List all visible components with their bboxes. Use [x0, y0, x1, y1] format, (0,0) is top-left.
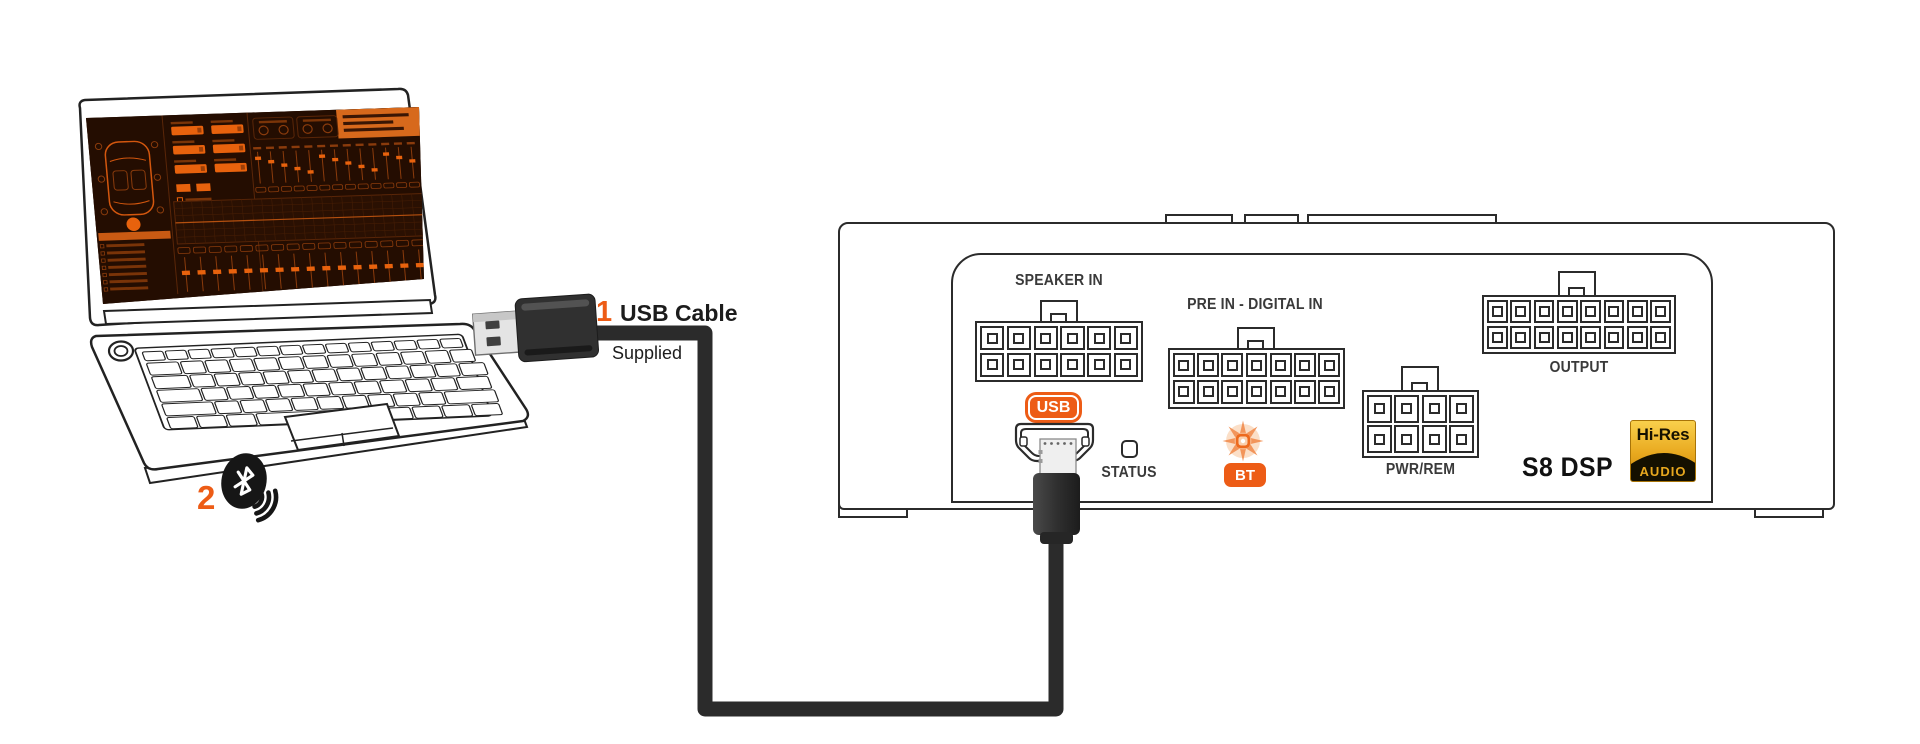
- audio-logo-text: AUDIO: [1639, 464, 1687, 479]
- connector-pin: [1533, 300, 1555, 324]
- model-name: S8 DSP: [1521, 452, 1614, 482]
- laptop-hinge: [102, 298, 434, 326]
- hi-res-logo-curve: [1631, 453, 1695, 481]
- connector-pin: [1294, 353, 1316, 378]
- connector-pin: [1580, 325, 1602, 349]
- connector-pin: [1510, 300, 1532, 324]
- output-connector-tab: [1558, 271, 1596, 298]
- bt-badge: BT: [1224, 463, 1266, 487]
- connector-pin: [1060, 326, 1085, 351]
- bluetooth-icon: [221, 453, 267, 509]
- connector-pin: [1650, 300, 1671, 324]
- pwr-rem-connector: [1362, 390, 1479, 458]
- connector-pin: [1449, 425, 1474, 453]
- step1-sublabel: Supplied: [612, 343, 683, 363]
- step1-label: USB Cable: [620, 300, 738, 326]
- connector-pin: [1294, 379, 1316, 404]
- laptop-keyboard: [134, 333, 503, 431]
- pre-in-label: PRE IN - DIGITAL IN: [1187, 296, 1323, 313]
- connector-pin: [1449, 395, 1474, 423]
- power-button: [107, 340, 135, 362]
- connector-pin: [1556, 300, 1578, 324]
- output-connector: [1482, 295, 1676, 354]
- connector-pin: [1580, 300, 1602, 324]
- connector-pin: [1197, 353, 1219, 378]
- connector-pin: [1245, 379, 1268, 404]
- connector-pin: [980, 326, 1005, 351]
- connector-pin: [1603, 300, 1625, 324]
- connector-pin: [1603, 325, 1625, 349]
- connector-pin: [1394, 395, 1420, 423]
- connector-pin: [1626, 325, 1648, 349]
- connector-pin: [1487, 300, 1508, 324]
- connector-pin: [1556, 325, 1578, 349]
- connector-pin: [1173, 353, 1195, 378]
- laptop-lid: [78, 87, 437, 327]
- connector-pin: [1113, 352, 1138, 377]
- laptop-trackpad: [283, 402, 401, 452]
- speaker-in-label: SPEAKER IN: [1015, 272, 1103, 289]
- connector-pin: [1087, 326, 1112, 351]
- connector-pin: [1394, 425, 1420, 453]
- usb-badge: USB: [1028, 395, 1079, 420]
- connector-pin: [1269, 353, 1292, 378]
- connector-pin: [1197, 379, 1219, 404]
- connector-pin: [1318, 379, 1340, 404]
- step2-number: 2: [197, 479, 216, 516]
- connector-pin: [1318, 353, 1340, 378]
- connector-pin: [1421, 395, 1447, 423]
- connector-pin: [1626, 300, 1648, 324]
- connector-pin: [1033, 352, 1058, 377]
- connector-pin: [1173, 379, 1195, 404]
- hi-res-audio-logo: Hi-Res AUDIO: [1630, 420, 1696, 482]
- connector-pin: [1113, 326, 1138, 351]
- connector-pin: [980, 352, 1005, 377]
- connector-pin: [1060, 352, 1085, 377]
- step1-number: 1: [596, 296, 613, 328]
- wireless-waves-icon: [252, 488, 279, 523]
- pre-in-connector: [1168, 348, 1345, 409]
- connector-pin: [1487, 325, 1508, 349]
- pwr-rem-connector-tab: [1401, 366, 1439, 393]
- connector-pin: [1367, 425, 1392, 453]
- connector-pin: [1533, 325, 1555, 349]
- hi-res-logo-text: Hi-Res: [1636, 425, 1690, 444]
- pre-in-connector-tab: [1237, 327, 1275, 351]
- output-label: OUTPUT: [1549, 359, 1609, 376]
- connector-pin: [1221, 353, 1244, 378]
- laptop-base-edge: [143, 417, 529, 485]
- connector-pin: [1221, 379, 1244, 404]
- connector-pin: [1269, 379, 1292, 404]
- speaker-in-connector: [975, 321, 1143, 382]
- connector-pin: [1421, 425, 1447, 453]
- connector-pin: [1650, 325, 1671, 349]
- laptop-illustration: [78, 87, 530, 485]
- connector-pin: [1367, 395, 1392, 423]
- laptop-base: [89, 322, 530, 471]
- status-led: [1121, 440, 1138, 458]
- connector-pin: [1087, 352, 1112, 377]
- connector-pin: [1006, 352, 1031, 377]
- usb-a-plug-icon: [471, 293, 600, 363]
- status-label: STATUS: [1101, 464, 1157, 481]
- connector-pin: [1033, 326, 1058, 351]
- connector-pin: [1245, 353, 1268, 378]
- speaker-in-connector-tab: [1040, 300, 1078, 324]
- dsp-software-screen: [86, 107, 424, 304]
- laptop-screen: [86, 107, 424, 304]
- connector-pin: [1510, 325, 1532, 349]
- pwr-rem-label: PWR/REM: [1385, 461, 1456, 478]
- connector-pin: [1006, 326, 1031, 351]
